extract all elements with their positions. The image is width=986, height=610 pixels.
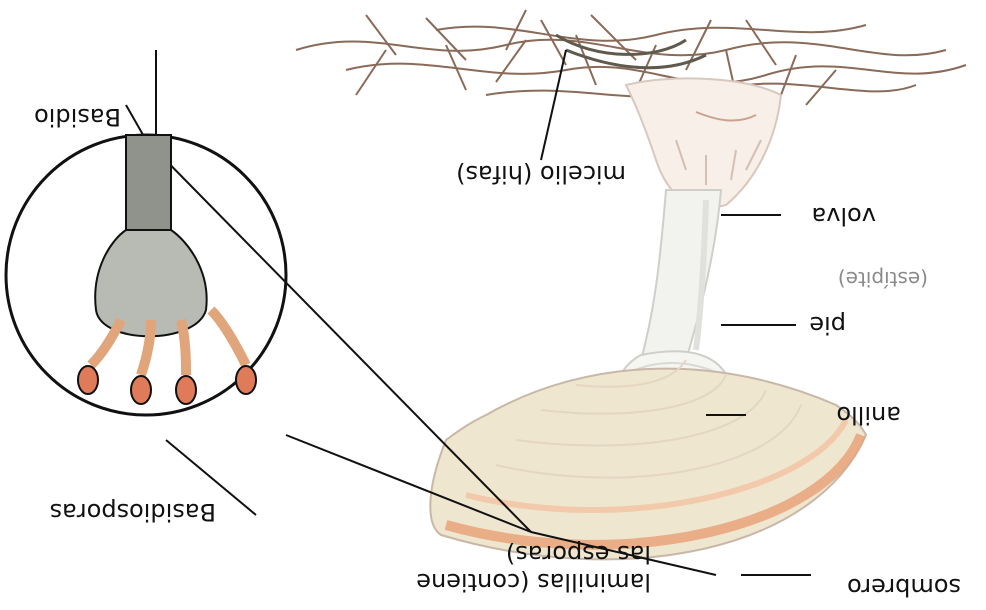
stipe — [641, 190, 721, 360]
pileus-cap — [430, 360, 866, 559]
label-basidio: Basidio — [34, 102, 121, 130]
label-basidiosporas: Basidiosporas — [50, 497, 216, 525]
label-laminillas: laminillas (contiene las esporas) — [416, 540, 651, 595]
volva — [626, 78, 781, 207]
label-pie: pie — [809, 310, 846, 338]
label-volva: volva — [812, 201, 876, 229]
label-anillo: anillo — [836, 400, 901, 428]
label-estipite: (estípite) — [838, 267, 928, 290]
label-micelio: micelio (hifas) — [456, 159, 626, 187]
label-sombrero: sombrero — [847, 572, 961, 600]
